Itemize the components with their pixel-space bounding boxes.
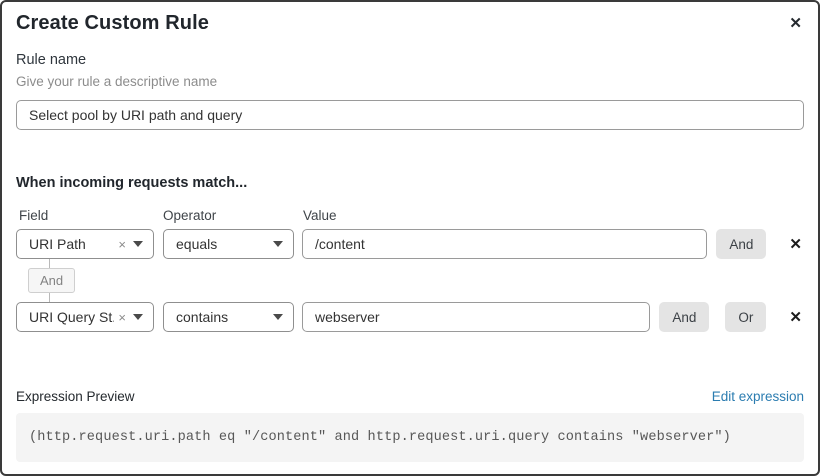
chevron-down-icon: [273, 241, 283, 247]
match-heading: When incoming requests match...: [16, 175, 248, 191]
value-column-label: Value: [303, 208, 337, 223]
value-input[interactable]: [302, 302, 651, 332]
value-input[interactable]: [302, 229, 708, 259]
connector-and-badge: And: [28, 268, 76, 293]
field-select-value: URI Query St...: [29, 309, 114, 325]
rule-name-input[interactable]: [16, 100, 804, 130]
operator-select[interactable]: equals: [163, 229, 294, 259]
field-select[interactable]: URI Path ×: [16, 229, 154, 259]
field-select-value: URI Path: [29, 236, 86, 252]
rule-name-section: Rule name Give your rule a descriptive n…: [16, 52, 804, 130]
rule-name-helper: Give your rule a descriptive name: [16, 74, 218, 89]
operator-select-value: contains: [176, 309, 229, 325]
condition-column-labels: Field Operator Value: [16, 208, 804, 223]
or-button[interactable]: Or: [725, 302, 767, 332]
logic-connector: And: [16, 259, 76, 302]
chevron-down-icon: [273, 314, 283, 320]
expression-preview-code: (http.request.uri.path eq "/content" and…: [16, 413, 804, 462]
edit-expression-link[interactable]: Edit expression: [711, 389, 804, 404]
remove-condition-icon[interactable]: ✕: [789, 235, 802, 253]
chevron-down-icon: [133, 314, 143, 320]
clear-icon[interactable]: ×: [118, 309, 126, 325]
condition-row-1: URI Path × equals And ✕: [16, 229, 804, 259]
expression-preview-header: Expression Preview Edit expression: [16, 389, 804, 404]
field-column-label: Field: [19, 208, 49, 223]
dialog-header: Create Custom Rule ✕: [16, 2, 804, 35]
operator-select[interactable]: contains: [163, 302, 294, 332]
connector-line-top: [49, 259, 50, 268]
operator-column-label: Operator: [163, 208, 217, 223]
chevron-down-icon: [133, 241, 143, 247]
field-select[interactable]: URI Query St... ×: [16, 302, 154, 332]
dialog-title: Create Custom Rule: [16, 12, 209, 34]
rule-name-label: Rule name: [16, 52, 87, 68]
and-button[interactable]: And: [659, 302, 710, 332]
condition-row-2: URI Query St... × contains And Or ✕: [16, 302, 804, 332]
connector-line-bottom: [49, 293, 50, 302]
operator-select-value: equals: [176, 236, 218, 252]
clear-icon[interactable]: ×: [118, 236, 126, 252]
and-button[interactable]: And: [716, 229, 767, 259]
expression-preview-label: Expression Preview: [16, 389, 135, 404]
remove-condition-icon[interactable]: ✕: [789, 308, 802, 326]
close-icon[interactable]: ✕: [789, 12, 804, 31]
